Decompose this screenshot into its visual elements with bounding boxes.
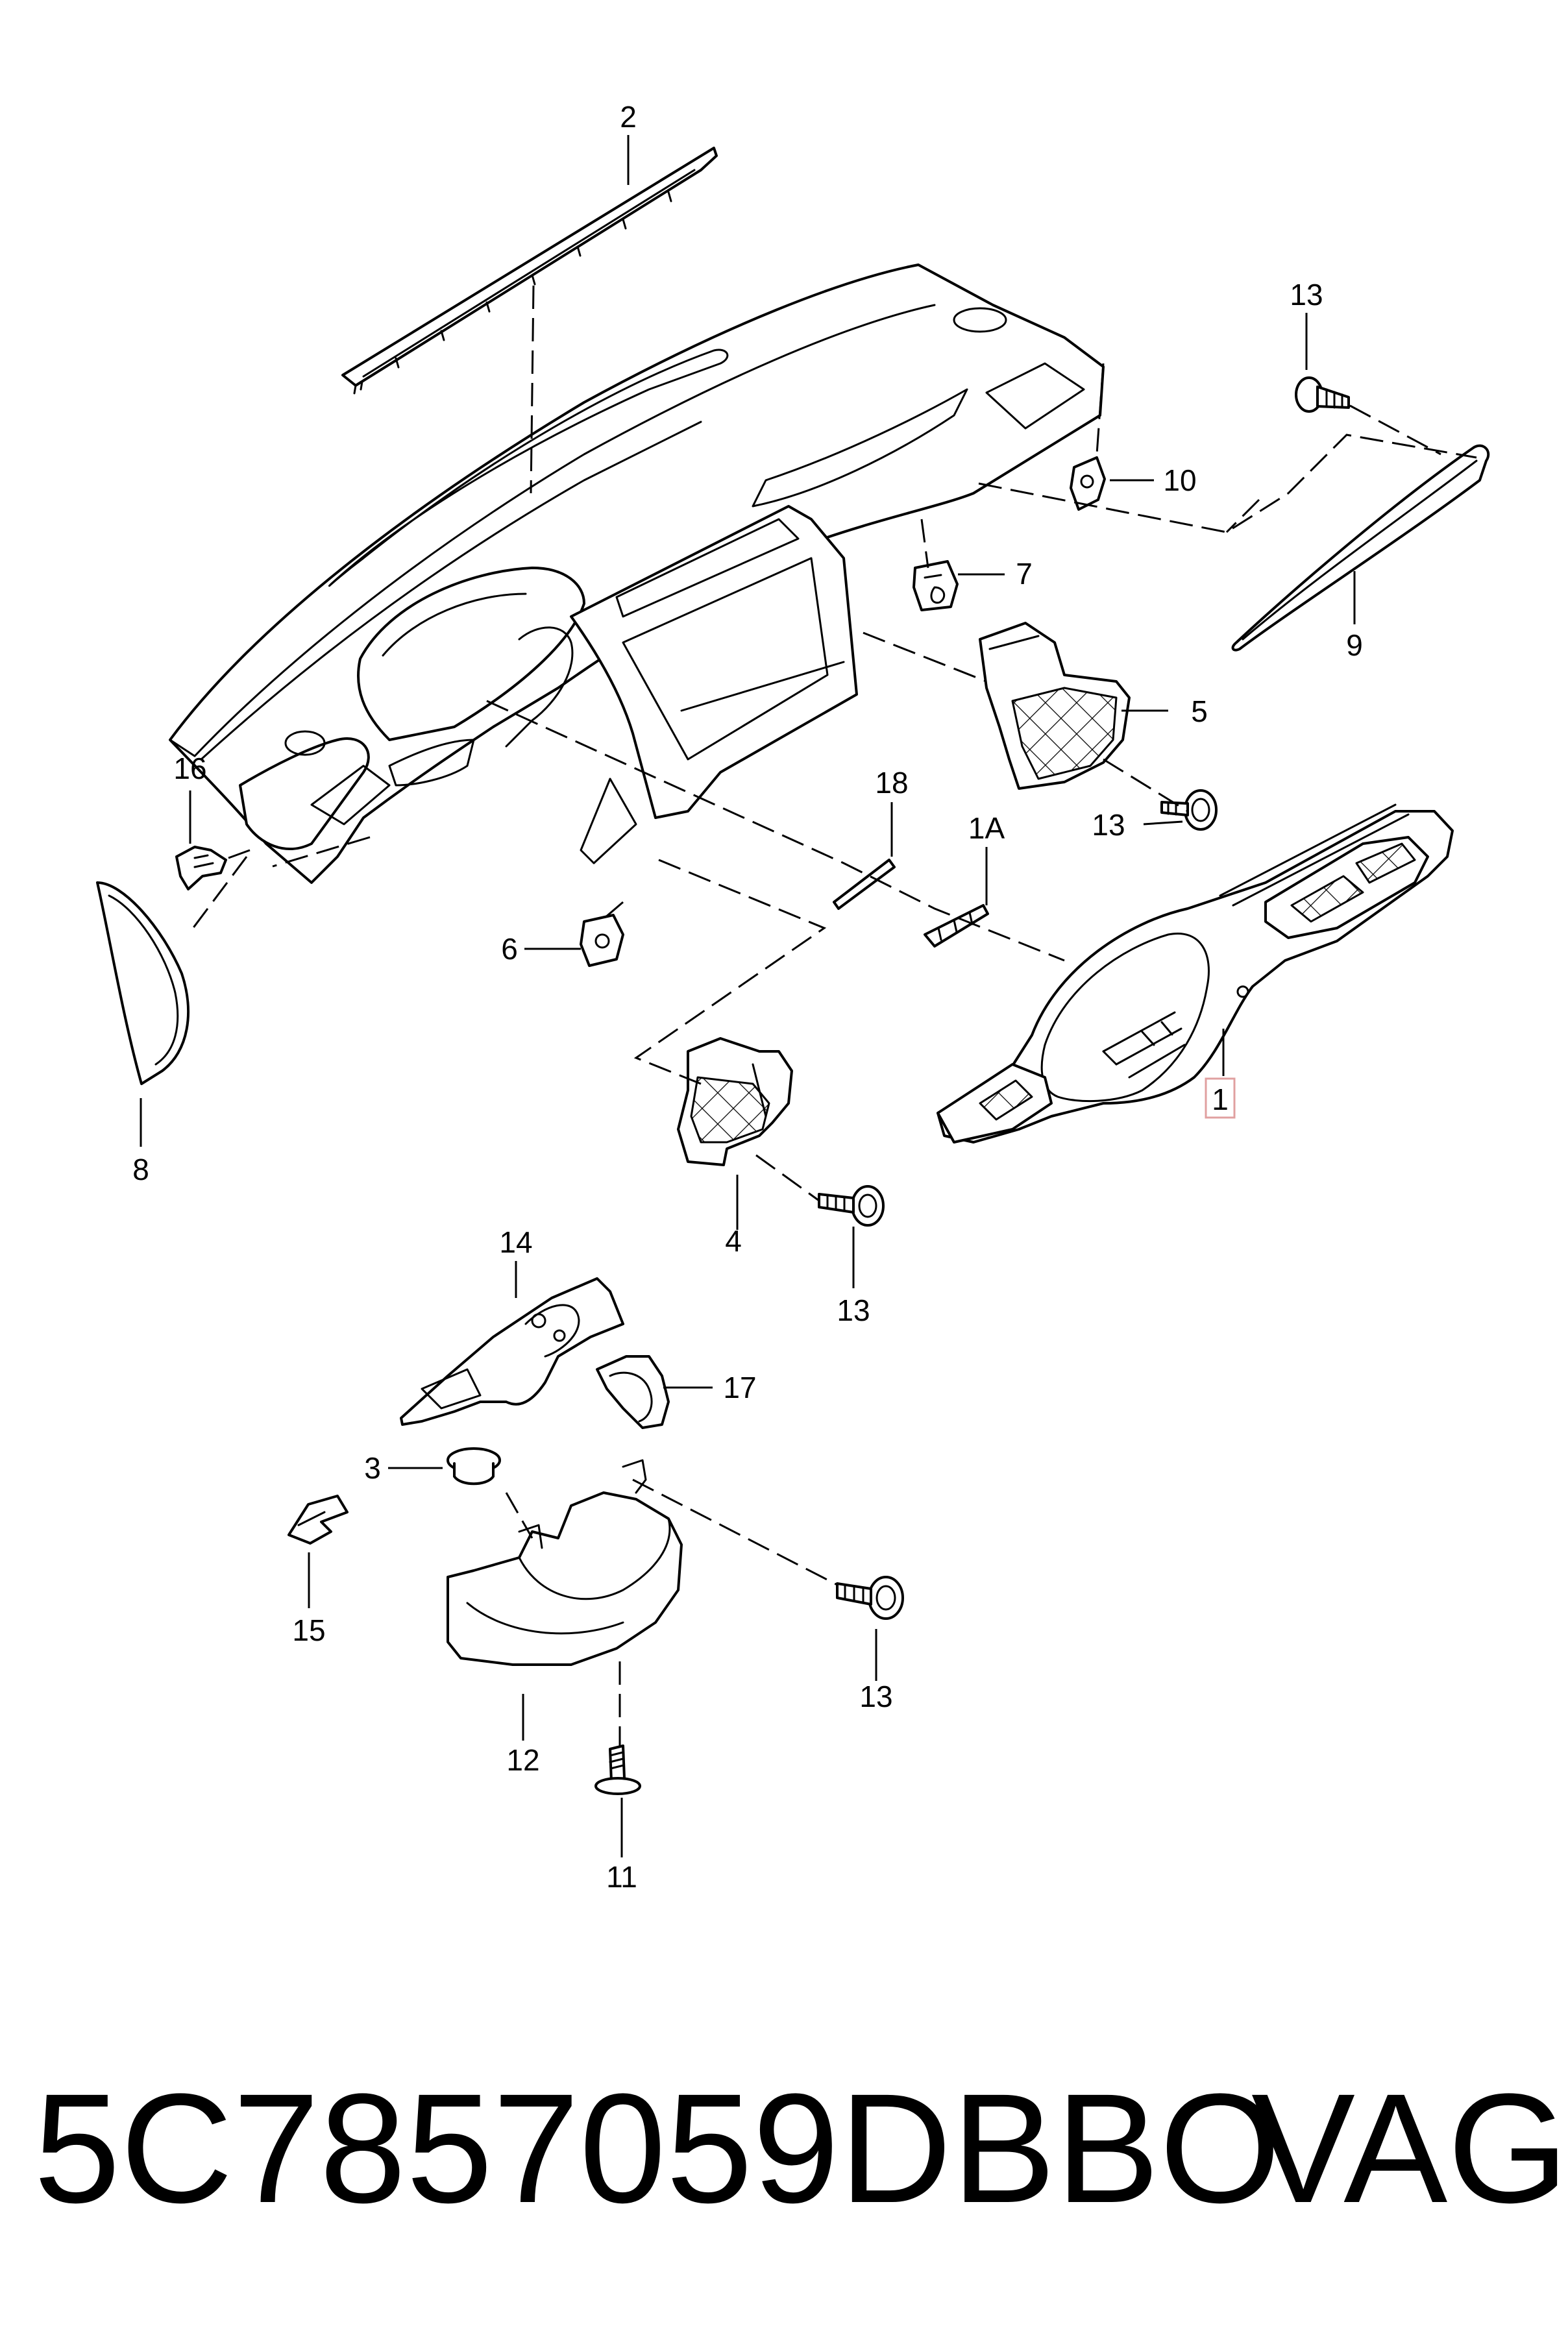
callout-1a: 1A — [968, 811, 1005, 845]
screw-part-13-right — [818, 1185, 885, 1227]
callout-labels: 2 13 10 7 9 5 16 18 13 1A 6 1 8 4 14 13 … — [132, 100, 1363, 1894]
trim-strip-part — [1231, 444, 1490, 652]
callout-1-highlight — [1205, 1077, 1236, 1119]
trim-strip-part-1a — [924, 904, 989, 948]
callout-1: 1 — [1212, 1083, 1229, 1116]
callout-10: 10 — [1163, 463, 1196, 497]
assembly-lines — [187, 285, 1477, 1746]
part-number: 5C7857059DBBO — [34, 2061, 1281, 2235]
screw-part-13-top — [1295, 376, 1350, 413]
callout-9: 9 — [1346, 628, 1363, 662]
callout-16: 16 — [173, 752, 206, 785]
callout-12: 12 — [506, 1743, 539, 1777]
callout-13-top: 13 — [1290, 278, 1323, 312]
clip-part-10 — [1070, 456, 1106, 511]
screw-part-13-mid — [1160, 789, 1218, 831]
air-duct-part-5 — [979, 622, 1131, 790]
callout-14: 14 — [499, 1225, 532, 1259]
clip-part-7 — [913, 560, 959, 611]
part-info-footer: 5C7857059DBBO VAG — [0, 2051, 1568, 2246]
callout-15: 15 — [292, 1613, 325, 1647]
clip-part-15 — [288, 1495, 349, 1545]
defroster-strip-part — [341, 147, 718, 395]
screw-part-13-lower — [836, 1576, 904, 1620]
air-duct-part-4 — [677, 1037, 793, 1166]
clip-part-16 — [175, 846, 227, 890]
brand-name: VAG — [1251, 2061, 1568, 2235]
callout-5: 5 — [1191, 694, 1208, 728]
callout-3: 3 — [364, 1451, 381, 1485]
callout-6: 6 — [501, 932, 518, 966]
callout-8: 8 — [132, 1153, 149, 1186]
callout-11: 11 — [606, 1860, 637, 1894]
dashboard-panel — [169, 263, 1105, 884]
callout-13-lower: 13 — [859, 1680, 892, 1713]
callout-18: 18 — [875, 766, 908, 800]
instrument-panel-trim-part-1 — [937, 803, 1454, 1144]
callout-13-mid: 13 — [1092, 808, 1125, 842]
callout-17: 17 — [723, 1371, 756, 1404]
callout-7: 7 — [1016, 557, 1033, 591]
callout-13-right: 13 — [837, 1293, 870, 1327]
bracket-part-17 — [596, 1355, 670, 1429]
leader-lines — [140, 135, 1356, 1857]
upper-column-cover-part-14 — [400, 1277, 624, 1426]
trim-strip-part-18 — [833, 859, 896, 910]
end-cap-part — [96, 881, 190, 1085]
bolt-part-11 — [594, 1744, 641, 1795]
plug-part-3 — [447, 1447, 501, 1486]
clip-part-6 — [580, 914, 624, 967]
callout-4: 4 — [725, 1224, 742, 1258]
callout-2: 2 — [620, 100, 637, 134]
lower-column-cover-part-12 — [447, 1459, 683, 1666]
